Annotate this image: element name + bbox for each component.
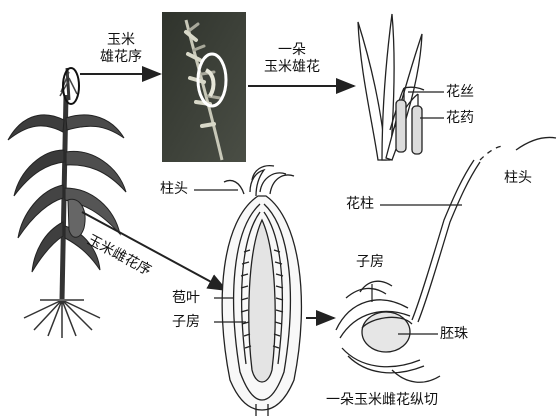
label-female-flower-section: 一朵玉米雌花纵切 (326, 392, 438, 409)
label-ovule: 胚珠 (440, 326, 468, 343)
label-anther: 花药 (446, 110, 474, 127)
label-ovary-right: 子房 (356, 254, 384, 271)
label-stigma-top: 柱头 (160, 181, 188, 198)
label-ovary-left: 子房 (172, 314, 200, 331)
label-stigma-right: 柱头 (504, 170, 532, 187)
label-bract: 苞叶 (172, 290, 200, 307)
label-style: 花柱 (346, 196, 374, 213)
label-male-inflorescence-line2: 雄花序 (100, 49, 142, 66)
tassel-photo (162, 12, 246, 162)
male-flower-drawing (358, 14, 424, 160)
label-single-male-flower-line1: 一朵 (252, 42, 332, 59)
ear-section (222, 166, 301, 416)
label-male-inflorescence: 玉米 雄花序 (100, 32, 142, 66)
label-single-male-flower: 一朵 玉米雄花 (252, 42, 332, 76)
corn-plant (8, 68, 126, 338)
label-single-male-flower-line2: 玉米雄花 (252, 59, 332, 76)
label-male-inflorescence-line1: 玉米 (100, 32, 142, 49)
label-filament: 花丝 (446, 84, 474, 101)
